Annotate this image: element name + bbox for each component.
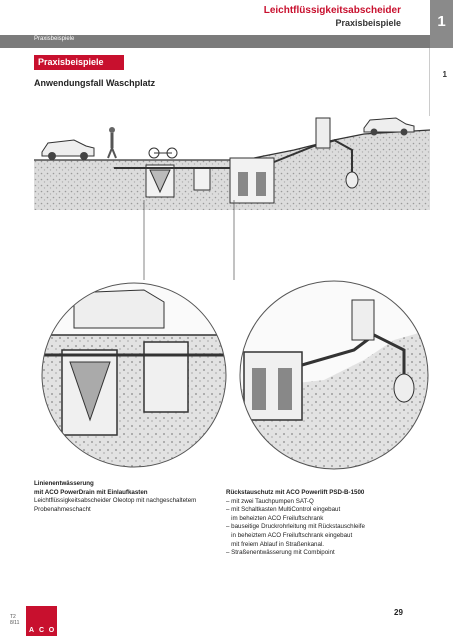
header-title: Leichtflüssigkeitsabscheider	[263, 5, 401, 16]
overview-illustration	[34, 117, 430, 210]
bike-icon	[148, 147, 178, 159]
logo-letter: A	[28, 627, 35, 634]
logo-letter: O	[48, 627, 55, 634]
header-subtitle: Praxisbeispiele	[335, 18, 401, 28]
caption-left-title-1: Linienentwässerung	[34, 480, 94, 487]
caption-left-line: Probenahmeschacht	[34, 505, 91, 513]
person-icon	[107, 127, 117, 159]
pipe-network-icon	[114, 117, 359, 204]
detail-illustration	[41, 280, 429, 470]
logo-letter: C	[38, 627, 45, 634]
caption-left-title-2: mit ACO PowerDrain mit Einlaufkasten	[34, 488, 148, 496]
footer-code: T2 8/11	[10, 614, 19, 626]
side-tab-number[interactable]: 1	[442, 70, 447, 79]
zoom-connectors	[143, 200, 235, 280]
caption-right-item: in beheiztem ACO Freiluftschrank eingeba…	[226, 531, 353, 539]
section-heading: Anwendungsfall Waschplatz	[34, 78, 156, 88]
caption-left: Linienentwässerung mit ACO PowerDrain mi…	[34, 480, 204, 514]
footer-code-line: T2	[10, 614, 16, 620]
section-badge: Praxisbeispiele	[34, 55, 124, 70]
car-icon	[41, 139, 95, 160]
caption-left-line: Leichtflüssigkeitsabscheider Oleotop mit…	[34, 497, 197, 505]
breadcrumb: Praxisbeispiele	[34, 36, 75, 42]
caption-right-item: – mit Schaltkasten MultiControl eingebau…	[226, 506, 341, 514]
side-tab	[429, 48, 453, 116]
page-number: 29	[394, 608, 403, 617]
caption-right-item: mit freiem Ablauf in Straßenkanal.	[226, 540, 325, 548]
page-header: Praxisbeispiele Leichtflüssigkeitsabsche…	[0, 0, 453, 48]
car-icon	[363, 117, 415, 136]
caption-right-item: – mit zwei Tauchpumpen SAT-Q	[226, 497, 314, 505]
header-band	[0, 35, 430, 48]
caption-right-item: – Straßenentwässerung mit Combipoint	[226, 549, 335, 557]
chapter-tab[interactable]: 1	[430, 0, 453, 48]
detail-circle-right	[240, 281, 428, 469]
caption-right-title: Rückstauschutz mit ACO Powerlift PSD-B-1…	[226, 489, 365, 496]
aco-logo: A C O	[26, 606, 57, 636]
caption-right-item: – bauseitige Druckrohrleitung mit Rückst…	[226, 523, 365, 531]
caption-right-item: im beheizten ACO Freiluftschrank	[226, 514, 324, 522]
caption-right: Rückstauschutz mit ACO Powerlift PSD-B-1…	[226, 489, 416, 558]
footer-code-line: 8/11	[10, 620, 20, 626]
detail-circle-left	[42, 283, 226, 467]
